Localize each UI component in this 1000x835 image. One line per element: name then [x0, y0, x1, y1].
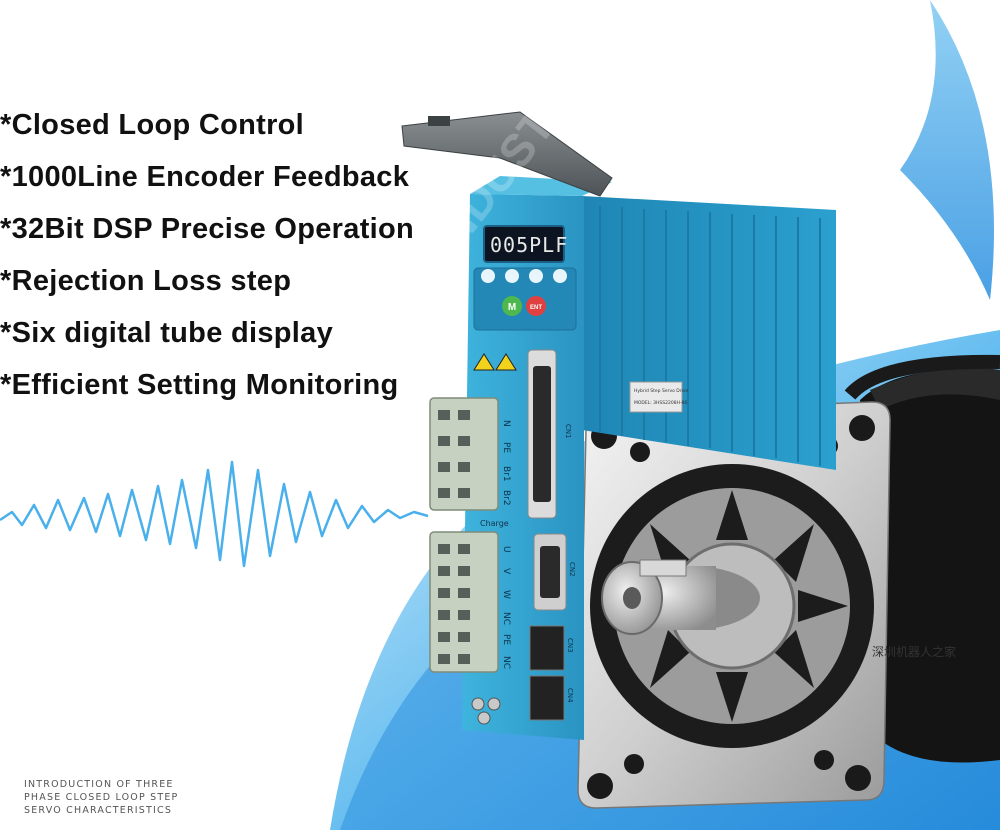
- terminal-label-n: N: [501, 420, 511, 427]
- feature-item: *Rejection Loss step: [0, 265, 292, 297]
- drive-terminal-labels-1: N PE Br1 Br2: [501, 420, 511, 506]
- drive-terminal-labels-2: U V W NC PE NC: [501, 546, 511, 669]
- terminal-label-nc-2: NC: [501, 656, 511, 669]
- drive-charge-label: Charge: [480, 519, 509, 528]
- port-label-cn4: CN4: [566, 688, 574, 703]
- feature-list: *Closed Loop Control *1000Line Encoder F…: [0, 104, 414, 416]
- terminal-label-br2: Br2: [501, 490, 511, 506]
- servo-drive: [401, 111, 836, 740]
- drive-key-ent-label: ENT: [530, 305, 542, 311]
- drive-side-label-model: MODEL: 3HSS2208H-86: [634, 400, 687, 406]
- terminal-label-w: W: [501, 590, 511, 599]
- port-label-cn3: CN3: [566, 638, 574, 653]
- feature-item: *32Bit DSP Precise Operation: [0, 213, 415, 245]
- terminal-label-pe: PE: [501, 442, 511, 453]
- port-label-cn2: CN2: [568, 562, 576, 577]
- intro-caption: INTRODUCTION OF THREE PHASE CLOSED LOOP …: [24, 778, 178, 817]
- intro-line: INTRODUCTION OF THREE: [24, 779, 174, 790]
- servo-motor: [577, 354, 1000, 809]
- chinese-caption: 深圳机器人之家: [872, 645, 957, 659]
- drive-key-m-label: M: [508, 302, 516, 313]
- terminal-label-u: U: [501, 546, 511, 553]
- feature-item: *1000Line Encoder Feedback: [0, 161, 410, 193]
- feature-item: *Efficient Setting Monitoring: [0, 369, 399, 401]
- feature-item: *Six digital tube display: [0, 317, 334, 349]
- background-swoosh-upper: [900, 0, 994, 300]
- terminal-label-nc-1: NC: [501, 612, 511, 625]
- port-label-cn1: CN1: [564, 424, 572, 439]
- intro-line: SERVO CHARACTERISTICS: [24, 805, 173, 816]
- terminal-label-v: V: [501, 568, 511, 575]
- terminal-label-pe-2: PE: [501, 634, 511, 645]
- drive-display-readout: 005PLF: [490, 233, 568, 257]
- drive-side-label-title: Hybrid Step Servo Drive: [634, 388, 689, 394]
- waveform-line: [0, 460, 429, 568]
- intro-line: PHASE CLOSED LOOP STEP: [24, 792, 179, 803]
- feature-item: *Closed Loop Control: [0, 109, 305, 141]
- terminal-label-br1: Br1: [501, 466, 511, 482]
